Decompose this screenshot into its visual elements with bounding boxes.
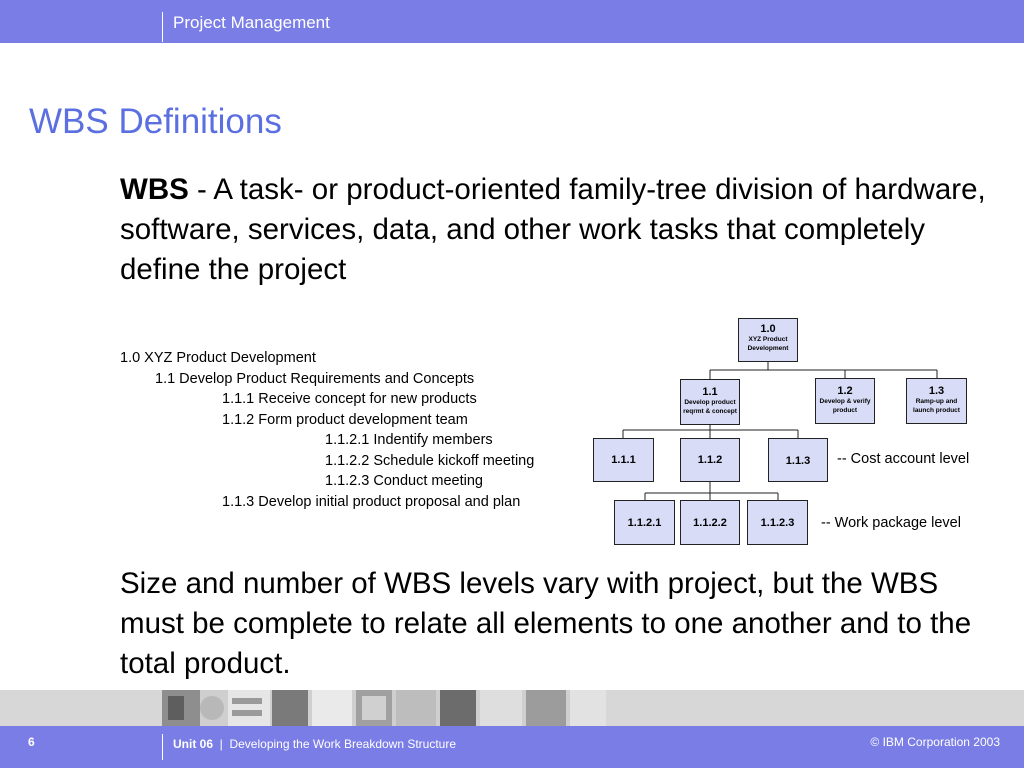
unit-number: Unit 06: [173, 737, 214, 751]
wbs-node-1-1-2-1: 1.1.2.1: [614, 500, 675, 545]
outline-item-1-1-3: 1.1.3 Develop initial product proposal a…: [222, 494, 521, 510]
wbs-node-1-1-3-number: 1.1.3: [785, 455, 811, 467]
wbs-node-1-1-2-3: 1.1.2.3: [747, 500, 808, 545]
work-package-level-label: -- Work package level: [821, 515, 961, 531]
unit-title: Developing the Work Breakdown Structure: [229, 737, 457, 751]
outline-item-1-1-2-3: 1.1.2.3 Conduct meeting: [325, 473, 483, 489]
summary-paragraph: Size and number of WBS levels vary with …: [120, 567, 972, 680]
slide-title: WBS Definitions: [29, 102, 282, 141]
wbs-node-1-1-1: 1.1.1: [593, 438, 654, 482]
definition-paragraph: WBS - A task- or product-oriented family…: [120, 170, 1000, 290]
wbs-node-1-0-label: XYZ Product Development: [747, 336, 789, 352]
wbs-node-1-1-1-number: 1.1.1: [611, 454, 636, 466]
wbs-node-1-1-number: 1.1: [702, 386, 718, 398]
header-bar: Project Management: [0, 0, 1024, 43]
unit-separator: |: [213, 737, 230, 751]
wbs-node-1-1: 1.1 Develop product reqrmt & concept: [680, 379, 740, 425]
wbs-node-1-1-label: Develop product reqrmt & concept: [683, 399, 737, 415]
wbs-node-1-2-number: 1.2: [837, 385, 853, 397]
footer-photo-collage: [162, 690, 606, 726]
definition-text: - A task- or product-oriented family-tre…: [120, 173, 986, 286]
copyright: © IBM Corporation 2003: [870, 735, 1000, 749]
outline-item-1-1-1: 1.1.1 Receive concept for new products: [222, 391, 477, 407]
wbs-node-1-3: 1.3 Ramp-up and launch product: [906, 378, 967, 424]
definition-term: WBS: [120, 173, 189, 206]
wbs-node-1-3-label: Ramp-up and launch product: [913, 398, 960, 414]
wbs-node-1-1-2-1-number: 1.1.2.1: [627, 517, 662, 529]
wbs-node-1-2-label: Develop & verify product: [819, 398, 871, 414]
wbs-node-1-1-3: 1.1.3: [768, 438, 828, 482]
wbs-node-1-2: 1.2 Develop & verify product: [815, 378, 875, 424]
page-number: 6: [28, 735, 35, 749]
wbs-node-1-3-number: 1.3: [928, 385, 945, 397]
wbs-node-1-1-2-2: 1.1.2.2: [680, 500, 740, 545]
header-divider: [162, 12, 163, 42]
footer-divider: [162, 734, 163, 760]
wbs-node-1-1-2-3-number: 1.1.2.3: [760, 517, 795, 529]
wbs-node-1-1-2-2-number: 1.1.2.2: [693, 517, 727, 529]
cost-account-level-label: -- Cost account level: [837, 451, 970, 467]
wbs-node-1-1-2: 1.1.2: [680, 438, 740, 482]
header-title: Project Management: [173, 13, 330, 32]
outline-item-1-1: 1.1 Develop Product Requirements and Con…: [155, 371, 475, 387]
outline-item-1-1-2-2: 1.1.2.2 Schedule kickoff meeting: [325, 453, 535, 469]
outline-item-1-1-2: 1.1.2 Form product development team: [222, 412, 468, 428]
outline-item-1-0: 1.0 XYZ Product Development: [120, 350, 316, 366]
wbs-node-1-0-number: 1.0: [760, 323, 776, 335]
footer-unit: Unit 06 | Developing the Work Breakdown …: [173, 737, 456, 751]
wbs-node-1-1-2-number: 1.1.2: [697, 454, 723, 466]
wbs-node-1-0: 1.0 XYZ Product Development: [738, 318, 798, 362]
outline-item-1-1-2-1: 1.1.2.1 Indentify members: [325, 432, 493, 448]
footer-bar: 6 Unit 06 | Developing the Work Breakdow…: [0, 726, 1024, 768]
